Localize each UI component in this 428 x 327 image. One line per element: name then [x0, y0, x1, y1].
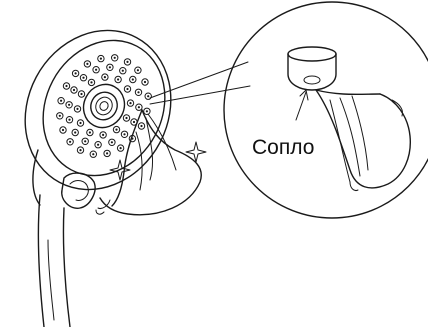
spray-nozzle-hole	[137, 91, 139, 93]
spray-nozzle-hole	[73, 89, 75, 91]
spray-nozzle-hole	[68, 104, 70, 106]
spray-nozzle-hole	[117, 78, 119, 80]
spray-nozzle-field	[57, 55, 152, 158]
spray-nozzle-hole	[76, 108, 78, 110]
spray-nozzle-hole	[92, 153, 94, 155]
spray-nozzle-hole	[79, 149, 81, 151]
shower-head-body	[0, 5, 198, 216]
spray-nozzle-hole	[79, 122, 81, 124]
spray-nozzle-hole	[123, 133, 125, 135]
spray-nozzle-hole	[84, 140, 86, 142]
spray-nozzle-hole	[97, 144, 99, 146]
spray-nozzle-hole	[68, 119, 70, 121]
spray-nozzle-hole	[138, 106, 140, 108]
spray-nozzle-hole	[114, 57, 116, 59]
spray-nozzle-hole	[106, 152, 108, 154]
spray-nozzle-hole	[60, 100, 62, 102]
spray-nozzle-hole	[62, 129, 64, 131]
spray-nozzle-hole	[125, 117, 127, 119]
spray-nozzle-hole	[122, 70, 124, 72]
spray-nozzle-hole	[126, 61, 128, 63]
spray-nozzle-hole	[146, 110, 148, 112]
spray-nozzle-hole	[102, 134, 104, 136]
spray-nozzle-hole	[144, 81, 146, 83]
spray-nozzle-hole	[140, 125, 142, 127]
spray-nozzle-hole	[59, 115, 61, 117]
spray-nozzle-hole	[126, 88, 128, 90]
center-spray-ring	[76, 77, 132, 135]
spray-nozzle-hole	[109, 66, 111, 68]
spray-nozzle-hole	[100, 58, 102, 60]
spray-nozzle-hole	[111, 141, 113, 143]
spray-nozzle-hole	[80, 93, 82, 95]
spray-nozzle-hole	[74, 131, 76, 133]
spray-nozzle-hole	[95, 69, 97, 71]
spray-nozzle-hole	[65, 85, 67, 87]
sparkle-icon	[186, 142, 206, 162]
spray-nozzle-hole	[137, 69, 139, 71]
spray-nozzle-hole	[86, 63, 88, 65]
spray-nozzle-hole	[120, 147, 122, 149]
spray-nozzle-hole	[133, 121, 135, 123]
spray-nozzle-hole	[89, 131, 91, 133]
spray-nozzle-hole	[132, 78, 134, 80]
spray-nozzle-hole	[104, 76, 106, 78]
spray-nozzle-hole	[147, 95, 149, 97]
spray-nozzle-hole	[82, 77, 84, 79]
spray-nozzle-hole	[75, 72, 77, 74]
spray-nozzle-hole	[90, 81, 92, 83]
zoom-detail-circle	[224, 2, 428, 218]
spray-nozzle-hole	[115, 129, 117, 131]
nozzle-label: Сопло	[252, 136, 314, 159]
spray-nozzle-hole	[129, 102, 131, 104]
spray-nozzle-hole	[69, 141, 71, 143]
